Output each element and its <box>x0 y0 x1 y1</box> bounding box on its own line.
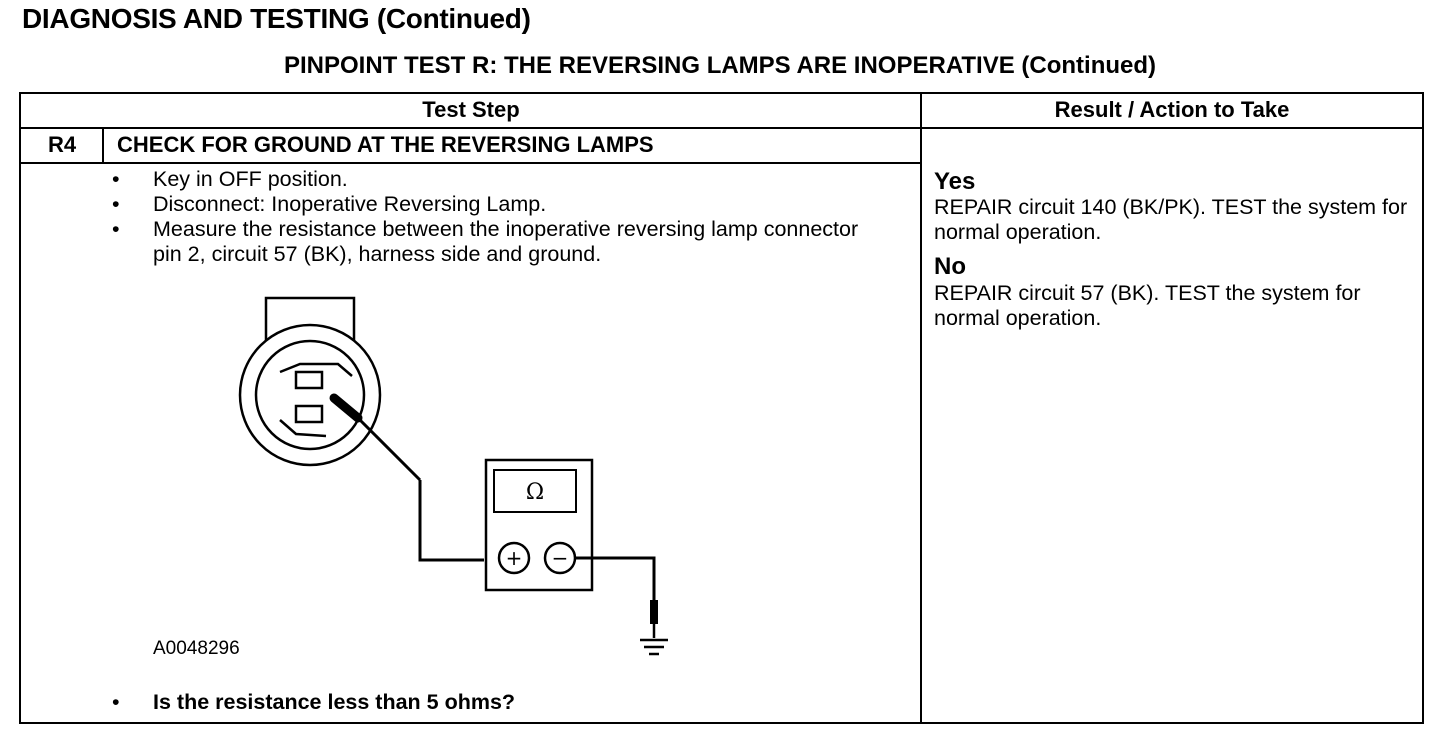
step-id: R4 <box>47 132 77 157</box>
instruction-item: Key in OFF position. <box>112 167 873 192</box>
ground-lead <box>575 556 658 638</box>
test-table <box>19 92 1424 724</box>
page-title: DIAGNOSIS AND TESTING (Continued) <box>22 3 531 34</box>
ohmmeter-icon: Ω + − <box>484 458 594 592</box>
step-instructions: Key in OFF position. Disconnect: Inopera… <box>112 167 873 267</box>
page-subtitle: PINPOINT TEST R: THE REVERSING LAMPS ARE… <box>283 52 1157 79</box>
instruction-item: Disconnect: Inoperative Reversing Lamp. <box>112 192 873 217</box>
step-title: CHECK FOR GROUND AT THE REVERSING LAMPS <box>117 132 654 157</box>
meter-display: Ω <box>526 480 544 505</box>
test-diagram: Ω + − <box>238 296 668 656</box>
header-result-action: Result / Action to Take <box>1054 97 1290 122</box>
minus-symbol: − <box>552 546 569 570</box>
instruction-item: Measure the resistance between the inope… <box>112 217 873 267</box>
column-divider <box>920 92 922 724</box>
result-no-action: REPAIR circuit 57 (BK). TEST the system … <box>934 281 1361 330</box>
step-title-divider <box>19 162 921 164</box>
step-id-divider <box>102 127 104 163</box>
probe-lead <box>418 480 484 562</box>
plus-symbol: + <box>506 546 523 570</box>
header-test-step: Test Step <box>422 97 520 122</box>
question-text: Is the resistance less than 5 ohms? <box>153 690 516 714</box>
lamp-connector-icon <box>238 296 382 467</box>
plus-terminal <box>497 541 531 575</box>
figure-id: A0048296 <box>153 638 240 659</box>
result-no-label: No <box>934 253 966 280</box>
test-probe <box>329 393 422 482</box>
header-divider <box>19 127 1424 129</box>
result-yes-label: Yes <box>934 168 976 195</box>
result-yes-action: REPAIR circuit 140 (BK/PK). TEST the sys… <box>934 195 1408 244</box>
step-question: • Is the resistance less than 5 ohms? <box>112 690 515 715</box>
bullet: • <box>112 690 120 714</box>
ground-symbol-icon <box>640 638 668 656</box>
